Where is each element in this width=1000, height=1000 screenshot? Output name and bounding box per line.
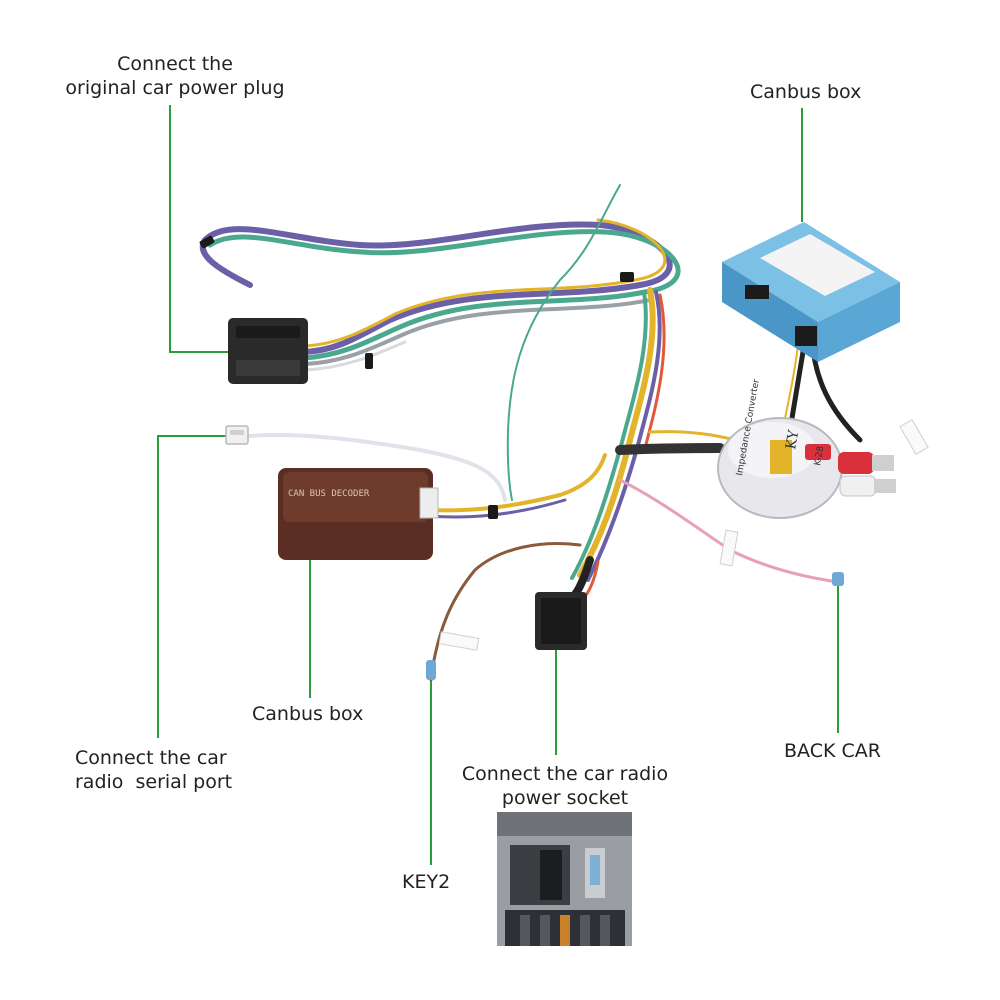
blue-canbus-box bbox=[722, 222, 900, 362]
sixteen-pin-connector bbox=[535, 592, 587, 650]
brown-box-text: CAN BUS DECODER bbox=[288, 489, 370, 499]
label-canbus-top: Canbus box bbox=[750, 81, 862, 103]
label-serial-port: Connect the car radio serial port bbox=[75, 747, 233, 793]
converter-model: K-28 bbox=[813, 445, 826, 466]
leader-power-plug bbox=[169, 105, 228, 353]
label-canbus-bottom: Canbus box bbox=[252, 703, 364, 725]
wire-tags bbox=[426, 529, 844, 680]
radio-socket-photo bbox=[497, 812, 632, 946]
rca-plugs bbox=[838, 418, 929, 497]
label-power-socket: Connect the car radio power socket bbox=[461, 763, 669, 809]
impedance-converter: Impedance Converter KY K-28 bbox=[717, 378, 843, 519]
cable-ties bbox=[199, 235, 634, 519]
power-plug-connector bbox=[228, 318, 308, 384]
converter-brand: KY bbox=[783, 428, 802, 451]
leader-lines bbox=[157, 105, 839, 865]
label-key2: KEY2 bbox=[402, 871, 451, 893]
label-power-plug: Connect the original car power plug bbox=[65, 53, 285, 99]
label-back-car: BACK CAR bbox=[784, 740, 881, 762]
serial-connector bbox=[225, 425, 249, 445]
brown-canbus-box: CAN BUS DECODER bbox=[278, 468, 439, 560]
leader-serial-port bbox=[157, 435, 226, 738]
